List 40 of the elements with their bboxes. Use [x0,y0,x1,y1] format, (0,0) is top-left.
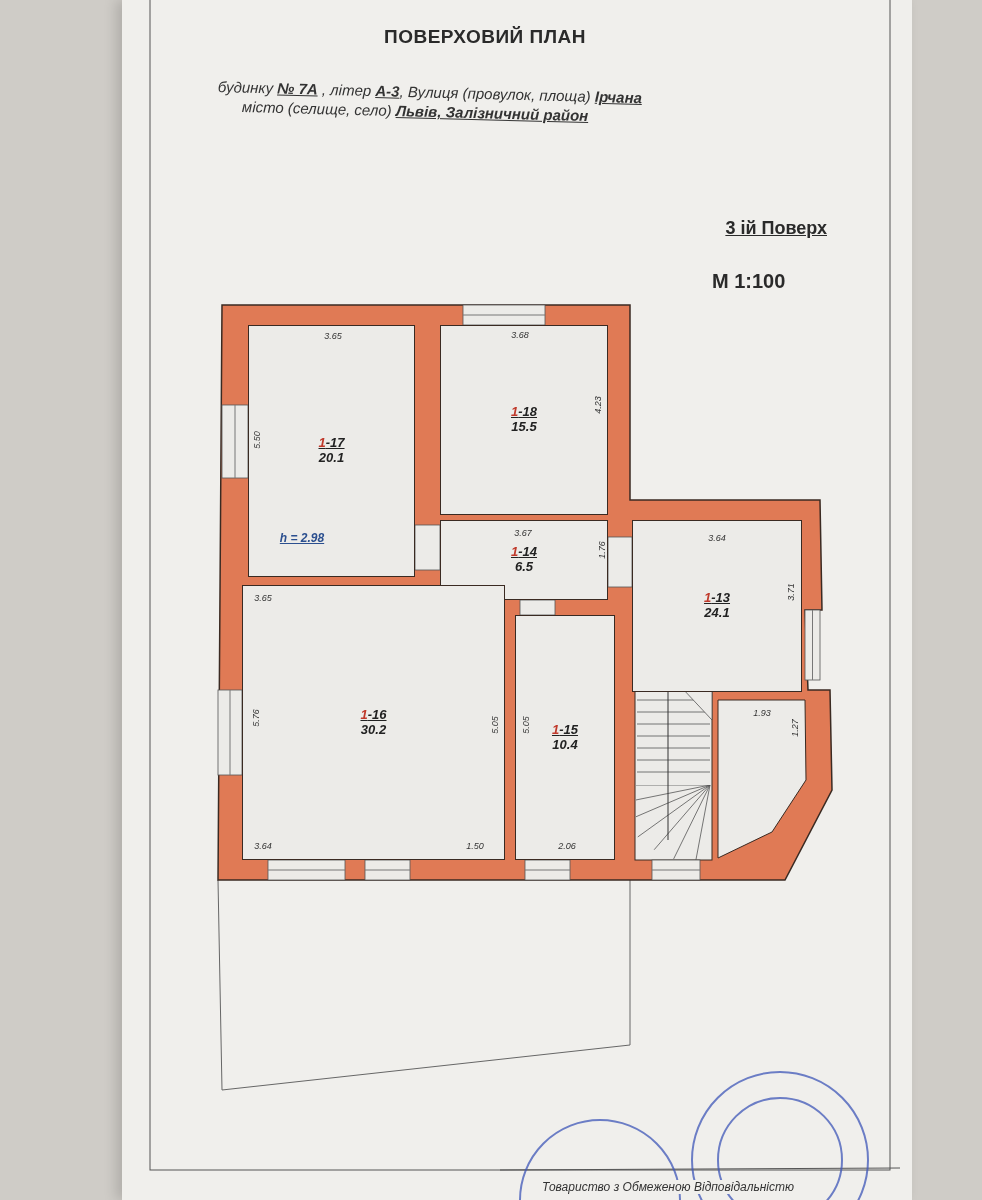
title: ПОВЕРХОВИЙ ПЛАН [383,26,587,48]
room-area: 24.1 [704,605,730,621]
dimension-label: 4.23 [593,396,603,414]
dimension-label: 1.93 [753,708,771,718]
room-number: 1-13 [704,591,730,606]
room-area: 10.4 [552,736,578,753]
dimension-label: 2.06 [558,841,576,851]
dimension-label: 3.65 [254,593,272,603]
room [515,615,615,860]
room-number: 1-15 [552,722,578,737]
dimension-label: 1.27 [790,719,800,737]
dimension-label: 3.71 [786,583,796,601]
room-area: 15.5 [511,419,537,435]
dimension-label: 3.64 [708,533,726,543]
room [242,585,505,860]
room-area: 20.1 [318,450,345,466]
dimension-label: 5.05 [490,716,500,734]
room [248,325,415,577]
dimension-label: 1.76 [597,541,607,559]
room [440,325,608,515]
room-number: 1-16 [360,707,387,722]
dimension-label: 3.68 [511,330,529,340]
floor-heading: 3 ій Поверх [725,218,827,239]
dimension-label: 5.76 [251,709,261,727]
footer-text: Товариство з Обмеженою Відповідальністю [540,1180,796,1194]
room [440,520,608,600]
dimension-label: 5.50 [252,431,262,449]
room-number: 1-17 [318,436,345,451]
room-number: 1-14 [511,545,537,560]
dimension-label: 3.64 [254,841,272,851]
dimension-label: 5.05 [521,716,531,734]
room-area: 30.2 [360,721,387,738]
room-area: 6.5 [514,559,534,575]
dimension-label: 3.67 [514,528,532,538]
dimension-label: 1.50 [466,841,484,851]
room-number: 1-18 [511,405,537,420]
ceiling-height-label: h = 2.98 [279,531,325,545]
scale-label: M 1:100 [712,270,786,293]
room [632,520,802,692]
dimension-label: 3.65 [324,331,342,341]
